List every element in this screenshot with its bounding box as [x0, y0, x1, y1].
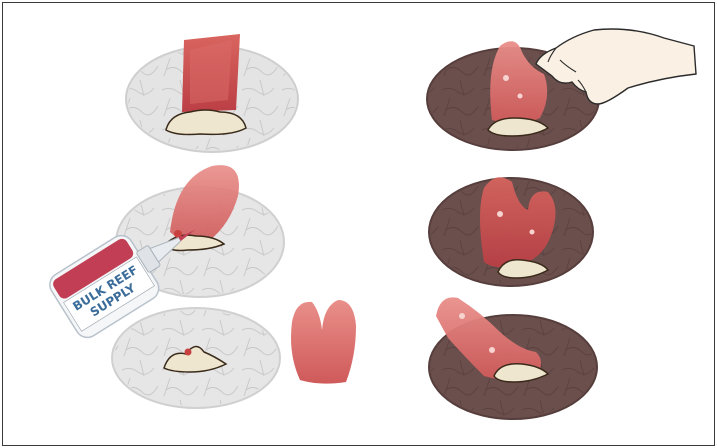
light-rock-1 [126, 34, 298, 152]
loose-coral-frag [291, 300, 356, 384]
dark-rock-2 [429, 177, 593, 286]
dark-rock-3 [429, 297, 597, 419]
coral-frag-icon [291, 300, 356, 384]
light-rock-3 [112, 308, 280, 408]
